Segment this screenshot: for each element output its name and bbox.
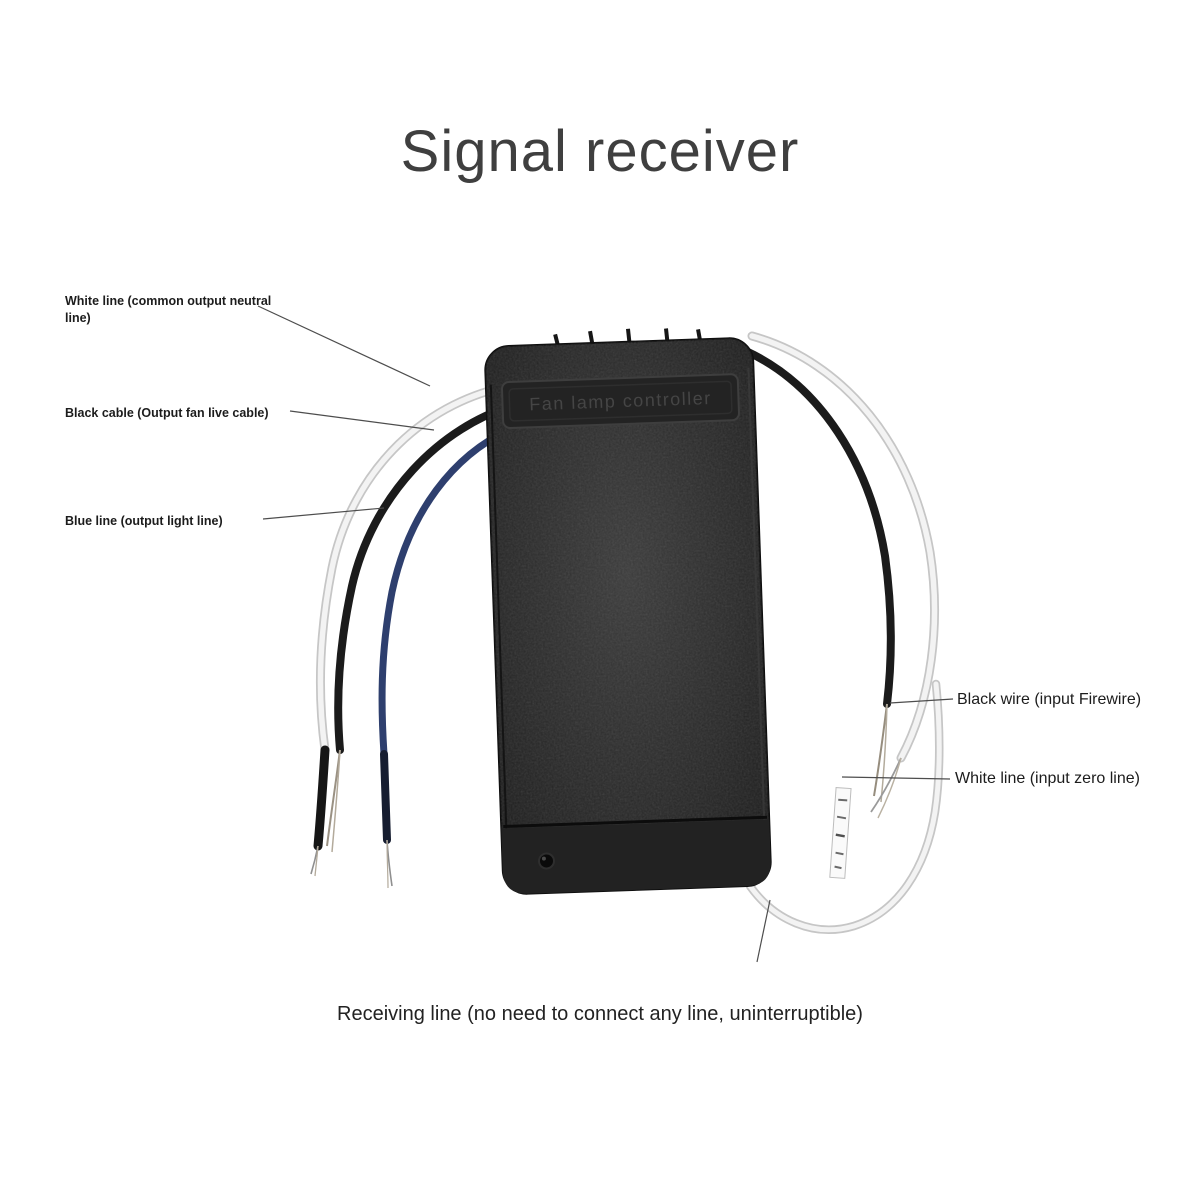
device-bottom-cap [501,819,771,894]
leader-black-output [289,410,435,431]
page-title: Signal receiver [400,119,800,184]
leader-receiving [756,899,771,963]
receiver-device: Fan lamp controller [484,328,772,895]
leader-white-input [841,776,951,780]
label-black-output-cable: Black cable (Output fan live cable) [65,406,269,420]
wire-tag [829,787,852,879]
leader-blue-output [262,507,385,520]
device-name-plate: Fan lamp controller [501,373,740,429]
black-input-wire [744,348,895,803]
label-black-input-wire: Black wire (input Firewire) [957,691,1142,708]
white-input-wire [747,331,939,819]
device-texture [485,338,771,894]
label-receiving-line: Receiving line (no need to connect any l… [337,1003,863,1025]
label-white-input-line: White line (input zero line) [955,770,1140,787]
black-output-wire [326,400,522,853]
white-output-wire [310,379,525,877]
blue-output-wire [378,422,522,889]
leader-white-output [257,305,431,387]
receiving-wire [745,679,944,934]
indicator-led [538,852,556,870]
label-blue-output-line: Blue line (output light line) [65,514,223,528]
label-white-output-line: White line (common output neutral line) [65,294,272,325]
leader-black-input [889,698,954,704]
leader-lines [257,305,954,963]
